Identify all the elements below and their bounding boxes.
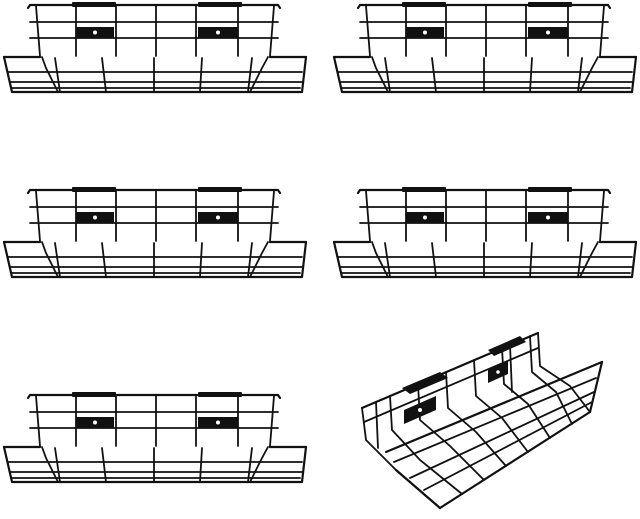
cable-tray-front-1 xyxy=(2,0,308,94)
cable-tray-front-4 xyxy=(332,185,638,279)
cable-tray-perspective xyxy=(360,331,604,510)
cable-tray-front-5 xyxy=(2,390,308,484)
cable-tray-front-2 xyxy=(332,0,638,94)
cable-tray-front-3 xyxy=(2,185,308,279)
